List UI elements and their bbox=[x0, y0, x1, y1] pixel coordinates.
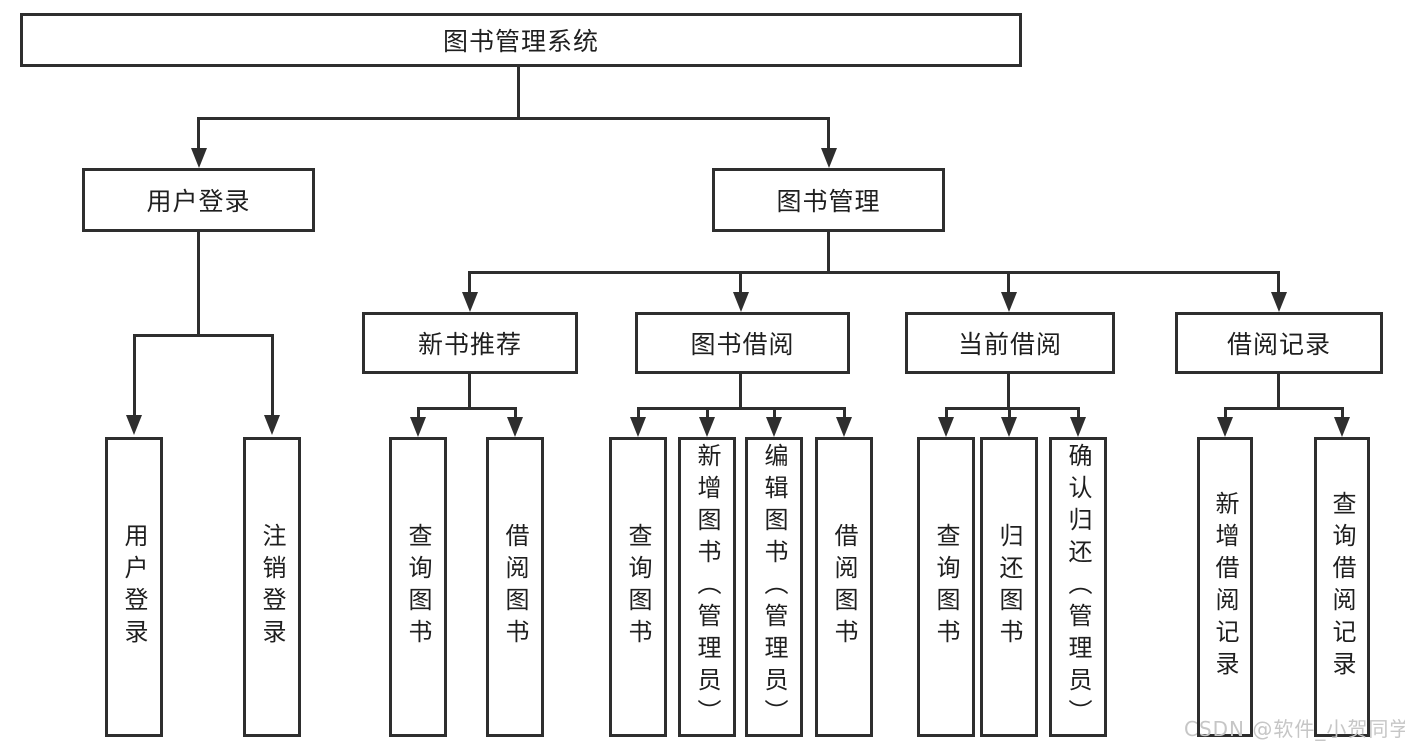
node-label: 图书管理 bbox=[776, 187, 881, 216]
connector-leaf-drop bbox=[271, 334, 274, 417]
leaf-user-login: 用户登录 bbox=[105, 437, 163, 737]
connector-mgmt-branch bbox=[469, 271, 1280, 274]
connector-records-branch bbox=[1224, 407, 1344, 410]
node-label: 查询图书 bbox=[624, 523, 652, 651]
node-label: 新增图书（管理员） bbox=[693, 443, 721, 731]
node-book-management: 图书管理 bbox=[712, 168, 945, 232]
leaf-edit-book-admin: 编辑图书（管理员） bbox=[745, 437, 803, 737]
arrowhead-icon bbox=[766, 417, 782, 437]
connector-leaf-drop bbox=[417, 407, 420, 419]
connector-leaf-drop bbox=[514, 407, 517, 419]
leaf-search-books-borrowing: 查询图书 bbox=[609, 437, 667, 737]
arrowhead-icon bbox=[462, 292, 478, 312]
arrowhead-icon bbox=[630, 417, 646, 437]
connector-root-stem bbox=[517, 67, 520, 120]
leaf-add-book-admin: 新增图书（管理员） bbox=[678, 437, 736, 737]
connector-leaf-drop bbox=[1077, 407, 1080, 419]
connector-l3-drop bbox=[739, 271, 742, 294]
connector-leaf-drop bbox=[1341, 407, 1344, 419]
arrowhead-icon bbox=[264, 415, 280, 435]
connector-leaf-drop bbox=[637, 407, 640, 419]
connector-leaf-drop bbox=[843, 407, 846, 419]
leaf-confirm-return-admin: 确认归还（管理员） bbox=[1049, 437, 1107, 737]
node-new-book-recommend: 新书推荐 bbox=[362, 312, 578, 374]
node-current-borrowing: 当前借阅 bbox=[905, 312, 1115, 374]
node-library-system: 图书管理系统 bbox=[20, 13, 1022, 67]
node-label: 借阅图书 bbox=[830, 523, 858, 651]
connector-mgmt-drop bbox=[827, 117, 830, 149]
leaf-search-borrow-record: 查询借阅记录 bbox=[1314, 437, 1370, 737]
connector-l3-drop bbox=[468, 271, 471, 294]
connector-login-drop bbox=[197, 117, 200, 149]
node-label: 编辑图书（管理员） bbox=[760, 443, 788, 731]
arrowhead-icon bbox=[1001, 417, 1017, 437]
arrowhead-icon bbox=[938, 417, 954, 437]
leaf-search-books-current: 查询图书 bbox=[917, 437, 975, 737]
arrowhead-icon bbox=[507, 417, 523, 437]
connector-l3-drop bbox=[1007, 271, 1010, 294]
arrowhead-icon bbox=[821, 148, 837, 168]
node-label: 新书推荐 bbox=[417, 330, 522, 359]
leaf-search-books-recommend: 查询图书 bbox=[389, 437, 447, 737]
csdn-watermark: CSDN @软件_小贺同学 bbox=[1184, 717, 1405, 741]
connector-leaf-drop bbox=[133, 334, 136, 417]
arrowhead-icon bbox=[1271, 292, 1287, 312]
connector-records-stem bbox=[1277, 374, 1280, 410]
connector-borrowing-branch bbox=[637, 407, 846, 410]
leaf-add-borrow-record: 新增借阅记录 bbox=[1197, 437, 1253, 737]
node-label: 借阅记录 bbox=[1226, 330, 1331, 359]
arrowhead-icon bbox=[836, 417, 852, 437]
node-label: 确认归还（管理员） bbox=[1064, 443, 1092, 731]
node-label: 当前借阅 bbox=[957, 330, 1062, 359]
arrowhead-icon bbox=[410, 417, 426, 437]
node-label: 查询图书 bbox=[932, 523, 960, 651]
connector-current-stem bbox=[1007, 374, 1010, 410]
connector-recommend-branch bbox=[417, 407, 517, 410]
node-user-login: 用户登录 bbox=[82, 168, 315, 232]
node-label: 借阅图书 bbox=[501, 523, 529, 651]
node-label: 图书管理系统 bbox=[442, 27, 599, 56]
node-label: 用户登录 bbox=[146, 187, 251, 216]
arrowhead-icon bbox=[1070, 417, 1086, 437]
arrowhead-icon bbox=[1217, 417, 1233, 437]
node-label: 注销登录 bbox=[258, 523, 286, 651]
connector-borrowing-stem bbox=[739, 374, 742, 410]
node-book-borrowing: 图书借阅 bbox=[635, 312, 850, 374]
leaf-borrow-books-recommend: 借阅图书 bbox=[486, 437, 544, 737]
connector-leaf-drop bbox=[1224, 407, 1227, 419]
connector-root-branch bbox=[198, 117, 830, 120]
node-label: 新增借阅记录 bbox=[1211, 491, 1239, 683]
node-label: 图书借阅 bbox=[690, 330, 795, 359]
arrowhead-icon bbox=[699, 417, 715, 437]
connector-leaf-drop bbox=[1008, 407, 1011, 419]
connector-recommend-stem bbox=[468, 374, 471, 410]
node-borrow-records: 借阅记录 bbox=[1175, 312, 1383, 374]
arrowhead-icon bbox=[191, 148, 207, 168]
leaf-logout: 注销登录 bbox=[243, 437, 301, 737]
node-label: 查询图书 bbox=[404, 523, 432, 651]
connector-current-branch bbox=[945, 407, 1080, 410]
arrowhead-icon bbox=[1334, 417, 1350, 437]
node-label: 归还图书 bbox=[995, 523, 1023, 651]
connector-l3-drop bbox=[1277, 271, 1280, 294]
connector-leaf-drop bbox=[706, 407, 709, 419]
node-label: 查询借阅记录 bbox=[1328, 491, 1356, 683]
node-label: 用户登录 bbox=[120, 523, 148, 651]
arrowhead-icon bbox=[1001, 292, 1017, 312]
connector-login-branch bbox=[133, 334, 274, 337]
arrowhead-icon bbox=[733, 292, 749, 312]
connector-mgmt-stem bbox=[827, 232, 830, 273]
leaf-borrow-books-borrowing: 借阅图书 bbox=[815, 437, 873, 737]
connector-login-stem bbox=[197, 232, 200, 337]
connector-leaf-drop bbox=[945, 407, 948, 419]
leaf-return-book: 归还图书 bbox=[980, 437, 1038, 737]
connector-leaf-drop bbox=[773, 407, 776, 419]
arrowhead-icon bbox=[126, 415, 142, 435]
